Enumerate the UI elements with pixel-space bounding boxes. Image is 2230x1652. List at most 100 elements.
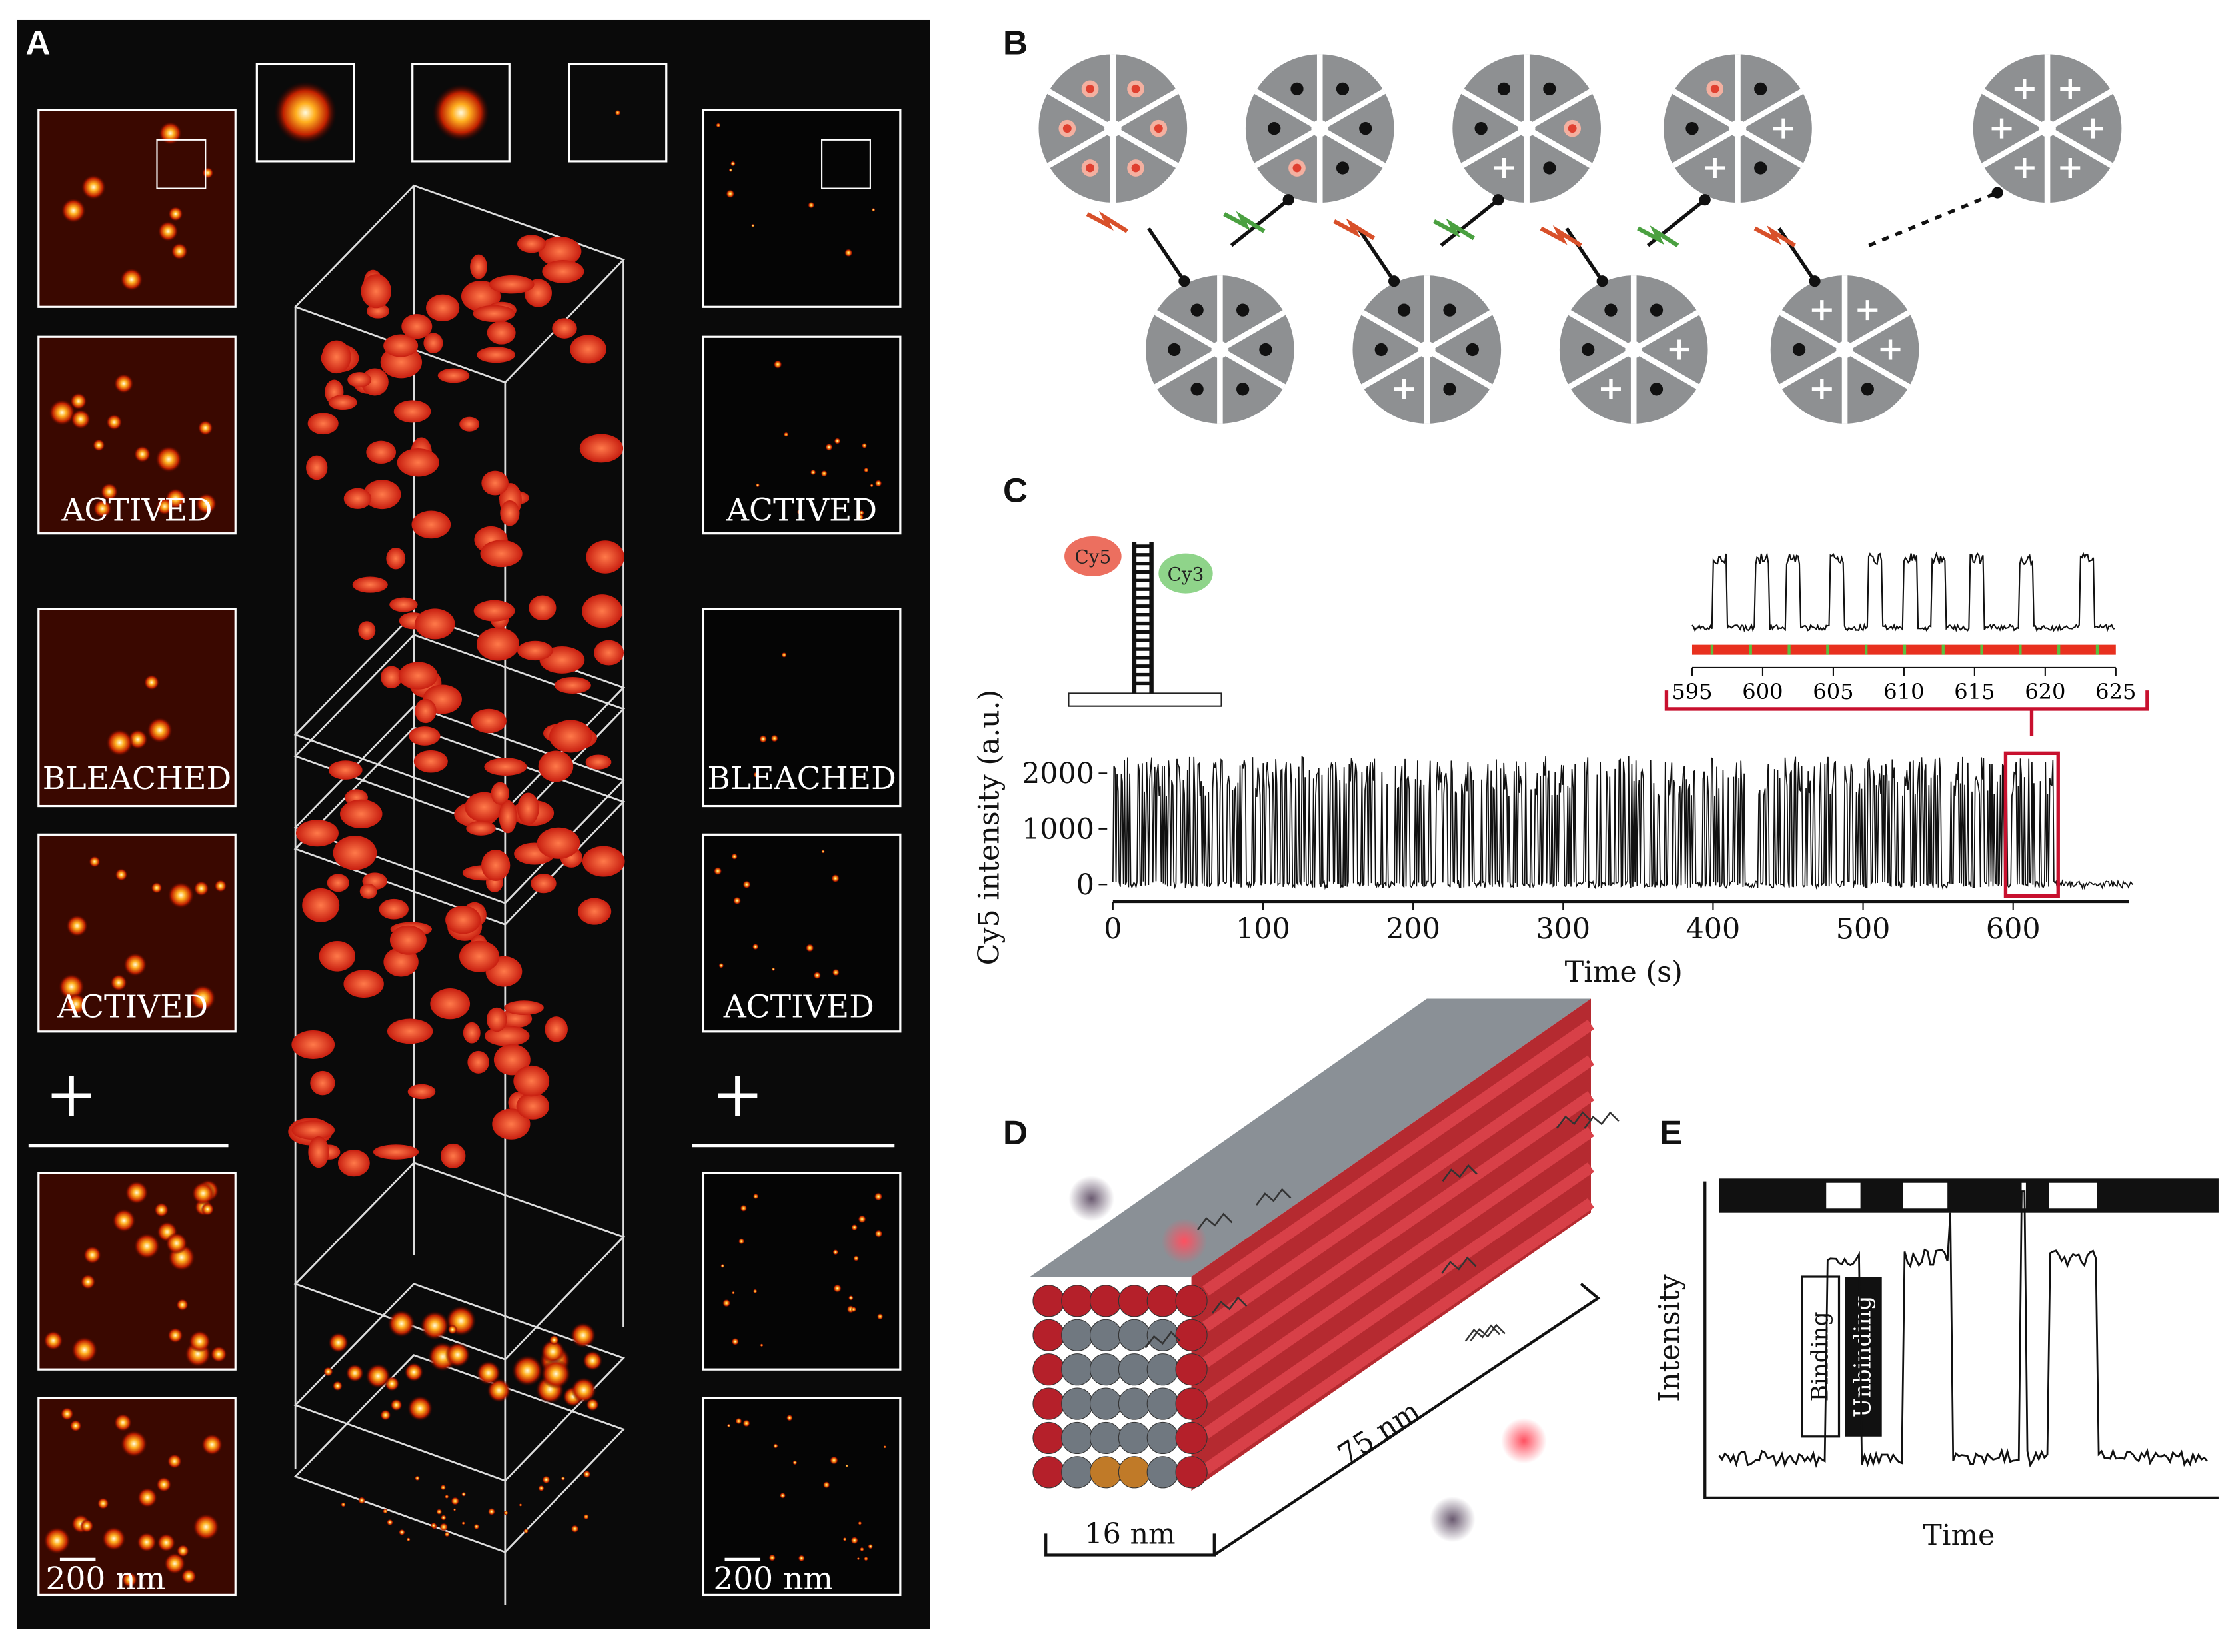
tile-frame: [702, 833, 902, 1033]
dark-fluorophore: [1792, 343, 1806, 357]
light-flash-icon: [1223, 211, 1266, 233]
fluorescent-spot: [856, 513, 864, 522]
light-flash-icon: [1753, 225, 1796, 247]
helix-end: [1118, 1387, 1151, 1420]
projection-spot: [406, 1537, 411, 1542]
localization-blob: [340, 799, 383, 828]
state-on-1: [1826, 1182, 1861, 1209]
fluorescent-spot: [810, 469, 816, 476]
helix-end: [1146, 1456, 1179, 1489]
wheel-spoke: [1154, 310, 1222, 353]
x-tick-label: 100: [1236, 913, 1290, 946]
fluorescent-spot: [167, 882, 195, 909]
fluorescent-spot: [755, 483, 760, 488]
localization-blob: [516, 1092, 550, 1120]
fluorescent-spot: [716, 123, 721, 128]
active-core: [1131, 163, 1140, 173]
helix-end: [1175, 1387, 1208, 1420]
fluorescent-spot: [168, 206, 183, 222]
projection-spot: [420, 1311, 450, 1341]
fluorescent-spot: [773, 360, 782, 369]
projection-spot: [583, 1514, 589, 1520]
helix-end: [1090, 1353, 1122, 1386]
localization-blob: [582, 846, 625, 877]
projection-spot: [541, 1339, 565, 1364]
dark-fluorophore: [1374, 343, 1388, 357]
helix-end: [1146, 1387, 1179, 1420]
fluorescent-spot: [154, 1202, 169, 1218]
y-tick-label: 0: [1076, 868, 1094, 902]
dark-fluorophore: [1268, 122, 1281, 135]
localization-blob: [358, 621, 376, 640]
x-axis-label: Time: [1923, 1519, 1995, 1552]
localization-blob: [381, 666, 403, 689]
localization-blob: [347, 372, 372, 388]
section-plane: [293, 634, 626, 833]
wheel-spoke: [1425, 310, 1493, 353]
wheel-spoke: [1111, 125, 1179, 169]
fluorescent-spot: [120, 1429, 148, 1458]
fluorescent-spot: [830, 1456, 838, 1465]
right-label-bleached: BLEACHED: [707, 760, 896, 797]
projection-spot: [415, 1475, 420, 1481]
fluorescent-spot: [780, 1492, 786, 1499]
inset-tick-label: 605: [1813, 679, 1853, 704]
x-tick-label: 400: [1686, 913, 1741, 946]
fluorescent-spot: [805, 944, 814, 952]
light-flash-icon: [1432, 218, 1476, 241]
cy3-label: Cy3: [1168, 563, 1204, 585]
localization-blob: [552, 318, 577, 339]
helix-end: [1061, 1319, 1094, 1351]
fluorescent-spot: [48, 399, 76, 426]
projection-spot: [453, 1508, 457, 1511]
fluorescent-spot: [58, 973, 85, 1000]
light-flash-icon: [1086, 211, 1128, 233]
unbinding-label: Unbinding: [1850, 1296, 1877, 1418]
fluorescent-spot: [851, 1224, 858, 1231]
image-tile: [702, 608, 902, 808]
bleached-fluorophore: [1669, 339, 1689, 360]
localization-blob: [477, 347, 516, 363]
wheel-spoke: [1154, 347, 1222, 389]
panel-d: D 16 nm 75 nm: [1003, 998, 1620, 1557]
fluorescent-spot: [832, 968, 840, 976]
image-tile: [37, 109, 237, 308]
fluorescent-spot: [856, 1557, 860, 1561]
wheel-spoke: [1218, 347, 1286, 389]
active-core: [1292, 163, 1302, 173]
projection-spot: [542, 1475, 551, 1484]
projection-spot: [447, 1325, 457, 1335]
docking-strand: [1211, 1296, 1248, 1314]
localization-blob: [493, 1044, 531, 1076]
helix-end: [1118, 1421, 1151, 1455]
projection-spot: [487, 1378, 511, 1403]
arrow-head: [1699, 194, 1711, 206]
localization-blob: [538, 750, 574, 782]
fluorescent-spot: [751, 223, 755, 228]
x-tick-label: 500: [1836, 913, 1891, 946]
fluorescent-spot: [860, 1547, 864, 1552]
localization-blob: [352, 576, 388, 593]
fluorescent-spot: [113, 373, 134, 394]
fluorescent-spot: [858, 1521, 862, 1525]
wheel-spoke: [1047, 125, 1114, 169]
fluorescent-spot: [147, 717, 173, 744]
dark-fluorophore: [1582, 343, 1595, 357]
fluorescent-spot: [80, 1274, 96, 1290]
dark-fluorophore: [1190, 383, 1204, 396]
fluorescent-spot: [43, 1526, 71, 1555]
projection-spot: [439, 1523, 449, 1531]
wheel-spoke: [1525, 125, 1593, 169]
fluorescent-spot: [69, 1419, 82, 1432]
tile-frame: [37, 608, 237, 808]
wheel-spoke: [1568, 310, 1636, 353]
fluorescent-spot: [214, 879, 227, 892]
projection-spot: [523, 1528, 529, 1534]
fluorescent-spot: [832, 1249, 839, 1255]
helix: [1202, 1126, 1594, 1403]
dark-fluorophore: [1604, 303, 1618, 317]
dark-fluorophore: [1543, 82, 1556, 95]
fluorescent-spot: [125, 1180, 149, 1205]
localization-blob: [291, 1030, 335, 1059]
